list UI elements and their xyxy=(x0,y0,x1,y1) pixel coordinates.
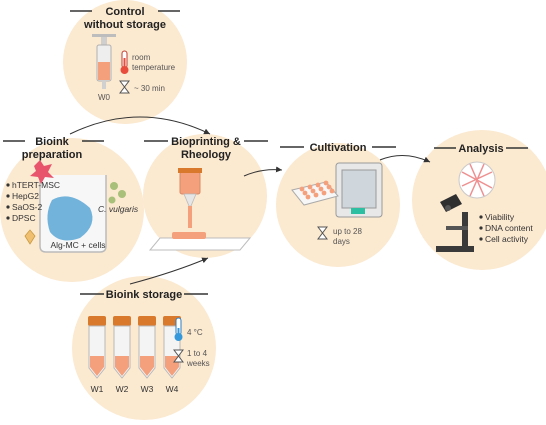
arrow-printing-to-cultivation xyxy=(243,166,283,177)
cell-line-item: hTERT-MSC xyxy=(12,180,60,190)
well xyxy=(329,188,335,194)
bioink-storage-stage: Bioink storage W1 W2 W3 W4 4 °C 1 to 4 week… xyxy=(72,276,216,420)
control-sample-label: W0 xyxy=(98,93,111,102)
cell-icon xyxy=(30,160,54,184)
bullet-icon xyxy=(6,194,10,198)
control-time: ~ 30 min xyxy=(134,84,165,93)
well xyxy=(315,182,321,188)
flow-arrows xyxy=(69,116,431,285)
hourglass-icon xyxy=(317,226,328,240)
control-title-1: Control xyxy=(105,6,144,18)
storage-sample-label: W3 xyxy=(141,384,154,394)
well xyxy=(310,188,316,194)
cell-line-item: HepG2 xyxy=(12,191,39,201)
bioink-preparation-stage: Bioink preparation hTERT-MSCHepG2SaOS-2D… xyxy=(0,136,144,282)
printhead-icon xyxy=(178,168,202,228)
bullet-icon xyxy=(479,215,483,219)
well xyxy=(307,184,313,190)
bullet-icon xyxy=(479,237,483,241)
bioprinting-title-2: Rheology xyxy=(181,149,232,161)
bullet-icon xyxy=(6,205,10,209)
storage-sample-label: W4 xyxy=(166,384,179,394)
storage-temperature: 4 °C xyxy=(187,328,203,337)
bioink-prep-title-2: preparation xyxy=(22,149,83,161)
cultivation-duration-2: days xyxy=(333,237,350,246)
arrow-prep-to-printing xyxy=(69,116,211,135)
arrow-storage-to-printing xyxy=(129,257,209,285)
microscopy-image-icon xyxy=(458,161,496,199)
storage-sample-label: W1 xyxy=(91,384,104,394)
storage-tube: W1 xyxy=(88,316,106,394)
control-stage: Control without storage W0 room temperat… xyxy=(63,0,187,124)
cultivation-stage: Cultivation up to 28 days xyxy=(276,142,400,267)
control-temp-2: temperature xyxy=(132,63,176,72)
hourglass-icon xyxy=(119,80,130,94)
material-label: Alg-MC + cells xyxy=(50,240,105,250)
well xyxy=(305,194,311,200)
print-platform-icon xyxy=(148,232,252,251)
microscope-icon xyxy=(436,194,474,252)
well xyxy=(299,186,305,192)
well xyxy=(318,186,324,192)
storage-duration-1: 1 to 4 xyxy=(187,349,208,358)
analysis-item: Viability xyxy=(485,212,515,222)
thermometer-icon xyxy=(174,317,183,341)
algae-label: C. vulgaris xyxy=(98,204,139,214)
bioink-prep-title-1: Bioink xyxy=(35,136,69,148)
beaker-icon xyxy=(39,175,107,253)
storage-tube: W3 xyxy=(138,316,156,394)
bioprinting-title-1: Bioprinting & xyxy=(171,136,241,148)
cell-line-item: SaOS-2 xyxy=(12,202,43,212)
storage-title: Bioink storage xyxy=(106,289,182,301)
bioprinting-circle xyxy=(143,134,267,258)
cell-line-item: DPSC xyxy=(12,213,36,223)
well-plate-icon xyxy=(291,180,339,206)
well xyxy=(326,184,332,190)
bioprinting-stage: Bioprinting & Rheology xyxy=(143,134,268,258)
syringe-icon xyxy=(92,34,116,89)
storage-tube: W2 xyxy=(113,316,131,394)
well xyxy=(302,190,308,196)
incubator-icon xyxy=(335,162,383,218)
bullet-icon xyxy=(6,183,10,187)
analysis-circle xyxy=(412,130,546,270)
seed-icon xyxy=(24,229,36,245)
arrow-cultivation-to-analysis xyxy=(379,155,431,163)
storage-duration-2: weeks xyxy=(186,359,210,368)
analysis-item: DNA content xyxy=(485,223,533,233)
well xyxy=(321,190,327,196)
algae-icon xyxy=(108,182,126,204)
storage-sample-label: W2 xyxy=(116,384,129,394)
analysis-title: Analysis xyxy=(458,143,503,155)
bullet-icon xyxy=(6,216,10,220)
well xyxy=(323,180,329,186)
control-temp-1: room xyxy=(132,53,151,62)
cultivation-duration-1: up to 28 xyxy=(333,227,362,236)
analysis-item: Cell activity xyxy=(485,234,529,244)
thermometer-icon xyxy=(120,50,129,74)
bullet-icon xyxy=(479,226,483,230)
hourglass-icon xyxy=(173,349,184,363)
well xyxy=(313,192,319,198)
cultivation-title: Cultivation xyxy=(310,142,367,154)
control-title-2: without storage xyxy=(83,19,166,31)
